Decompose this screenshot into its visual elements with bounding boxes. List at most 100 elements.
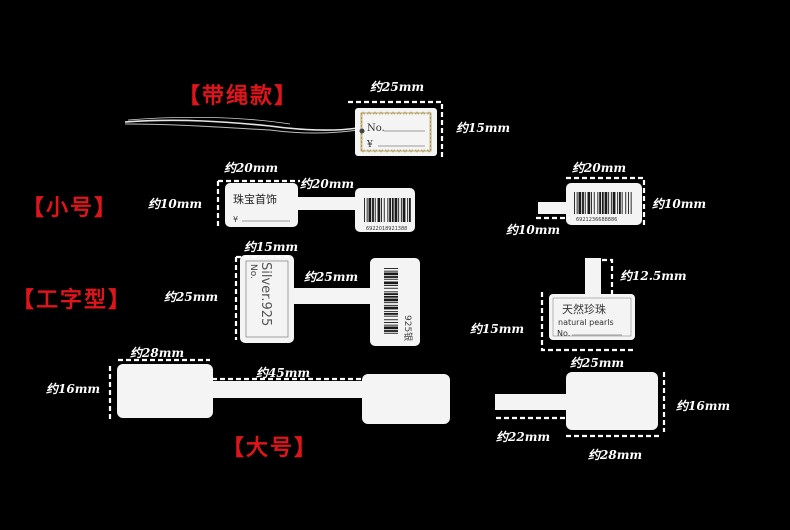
barcode-bar xyxy=(601,192,604,214)
small-right-barcode xyxy=(574,192,632,214)
dim-large-width: 约28mm xyxy=(130,346,185,360)
barcode-bar xyxy=(608,192,610,214)
barcode-bar xyxy=(384,295,398,298)
large-left-pad xyxy=(117,364,213,418)
barcode-bar xyxy=(391,198,394,222)
i-silver-text: Silver.925 xyxy=(258,262,273,326)
barcode-bar xyxy=(628,192,629,214)
pearl-en-text: natural pearls xyxy=(558,318,614,327)
dim-pearl-stem: 约12.5mm xyxy=(620,269,687,283)
dim-large-right-width: 约28mm xyxy=(588,448,643,462)
dim-pearl-width: 约25mm xyxy=(570,356,625,370)
barcode-bar xyxy=(384,324,398,326)
barcode-bar xyxy=(409,198,411,222)
barcode-bar xyxy=(574,192,575,214)
category-large: 【大号】 xyxy=(222,435,319,461)
barcode-bar xyxy=(617,192,619,214)
barcode-bar xyxy=(374,198,376,222)
barcode-bar xyxy=(389,198,391,222)
small-right-stem xyxy=(538,202,570,214)
small-barcode xyxy=(364,198,411,222)
small-tag-right: 6921236688886 xyxy=(536,176,646,228)
barcode-bar xyxy=(384,293,398,295)
barcode-bar xyxy=(576,192,578,214)
dim-rope-height: 约15mm xyxy=(456,121,511,135)
barcode-bar xyxy=(384,272,398,276)
category-rope: 【带绳款】 xyxy=(178,83,299,109)
barcode-bar xyxy=(625,192,627,214)
small-tag: 珠宝首饰 ¥ 6922018921388 xyxy=(216,179,415,232)
pearl-dashed-guide xyxy=(540,292,636,352)
small-tag-left-pad xyxy=(225,183,298,227)
string-line xyxy=(124,119,359,131)
pearl-stem xyxy=(585,258,601,298)
barcode-bar xyxy=(394,198,398,222)
barcode-bar xyxy=(372,198,374,222)
barcode-bar xyxy=(582,192,584,214)
rope-no-text: No. xyxy=(367,123,385,134)
pearl-cn-text: 天然珍珠 xyxy=(562,302,606,316)
i-tag-right-pad xyxy=(370,258,420,346)
large-bar xyxy=(205,381,370,398)
barcode-bar xyxy=(400,198,402,222)
large-tag xyxy=(108,358,450,424)
barcode-bar xyxy=(621,192,623,214)
i-tag-left-pad xyxy=(240,255,294,343)
barcode-bar xyxy=(578,192,582,214)
small-tag-bar xyxy=(290,197,360,210)
barcode-bar xyxy=(619,192,621,214)
dim-small-height: 约10mm xyxy=(148,197,203,211)
barcode-bar xyxy=(384,315,398,317)
i-tag-bar xyxy=(288,288,376,304)
barcode-bar xyxy=(407,198,409,222)
i-type-tag: Silver.925 No. 925银 xyxy=(234,255,420,346)
dim-pearl-height: 约15mm xyxy=(470,322,525,336)
barcode-bar xyxy=(384,285,398,286)
small-yen-text: ¥ xyxy=(233,215,238,224)
barcode-bar xyxy=(384,313,398,315)
barcode-bar xyxy=(384,306,398,310)
dim-large-bar: 约45mm xyxy=(256,366,311,380)
barcode-bar xyxy=(384,319,398,321)
barcode-bar xyxy=(398,198,400,222)
barcode-bar xyxy=(597,192,599,214)
barcode-bar xyxy=(591,192,592,214)
rope-yen-text: ¥ xyxy=(366,140,373,150)
barcode-bar xyxy=(384,287,398,289)
barcode-bar xyxy=(387,198,389,222)
barcode-bar xyxy=(584,192,586,214)
barcode-bar xyxy=(630,192,632,214)
barcode-bar xyxy=(604,192,608,214)
dim-small-width1: 约20mm xyxy=(224,161,279,175)
dim-rope-width: 约25mm xyxy=(370,80,425,94)
barcode-bar xyxy=(384,302,398,304)
barcode-bar xyxy=(384,330,398,332)
i-side-text: 925银 xyxy=(402,315,414,341)
barcode-bar xyxy=(377,198,381,222)
pearl-body xyxy=(549,294,635,340)
pearl-tag: 天然珍珠 natural pearls No. xyxy=(540,258,636,352)
rope-hole xyxy=(359,128,365,134)
dim-large-right-stem: 约22mm xyxy=(496,430,551,444)
dim-small-right-width: 约20mm xyxy=(572,161,627,175)
dim-small-width2: 约20mm xyxy=(300,177,355,191)
barcode-bar xyxy=(384,304,398,306)
rope-dashed-guide xyxy=(348,100,444,158)
small-right-dashed-guide xyxy=(566,176,646,228)
barcode-bar xyxy=(368,198,372,222)
large-right-body xyxy=(566,372,658,430)
barcode-bar xyxy=(383,198,385,222)
barcode-bar xyxy=(384,326,398,330)
barcode-bar xyxy=(384,278,398,280)
barcode-bar xyxy=(384,311,398,313)
dim-large-height: 约16mm xyxy=(46,382,101,396)
category-small: 【小号】 xyxy=(22,195,119,221)
pearl-no-text: No. xyxy=(557,329,570,338)
dim-small-right-stem: 约10mm xyxy=(506,223,561,237)
dim-small-right-height: 约10mm xyxy=(652,197,707,211)
dim-i-bar: 约25mm xyxy=(304,270,359,284)
barcode-bar xyxy=(610,192,612,214)
barcode-bar xyxy=(384,276,398,278)
dim-large-right-height: 约16mm xyxy=(676,399,731,413)
